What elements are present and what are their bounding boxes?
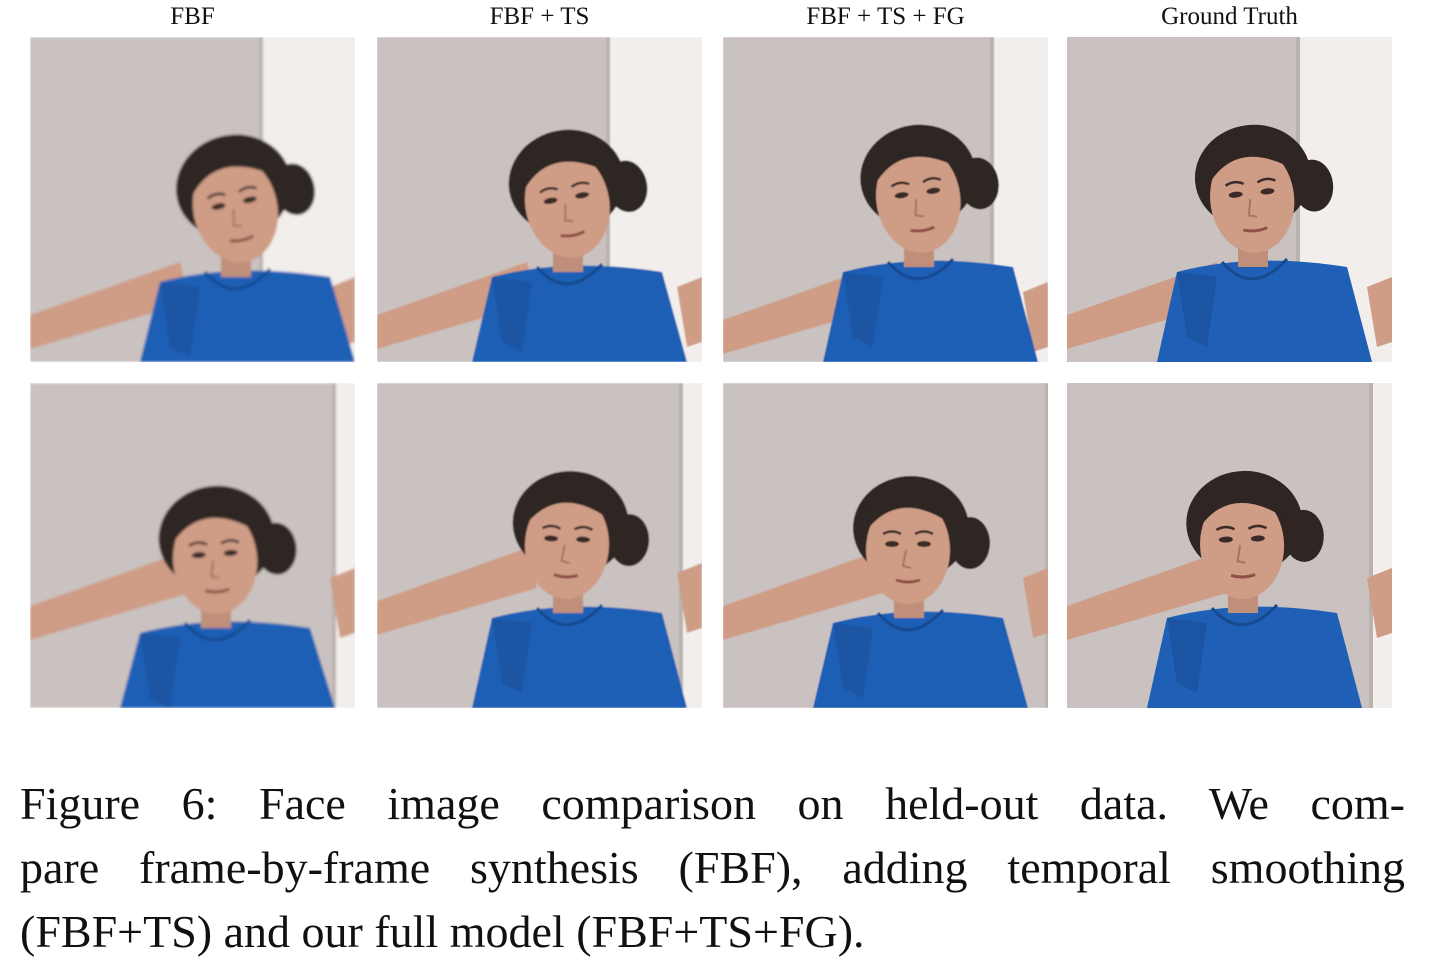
column-header-fbf-ts: FBF + TS <box>489 3 590 30</box>
figure-caption: Figure 6: Face image comparison on held-… <box>20 772 1405 964</box>
photo-row2-fbf <box>30 383 355 708</box>
photo-row1-fbf <box>30 37 355 362</box>
photo-row2-ground-truth <box>1067 383 1392 708</box>
photo-illustration <box>1067 383 1392 708</box>
photo-row2-fbf-ts-fg <box>723 383 1048 708</box>
caption-line-2: pare frame-by-frame synthesis (FBF), add… <box>20 842 1405 893</box>
photo-illustration <box>723 383 1048 708</box>
photo-illustration <box>723 37 1048 362</box>
photo-illustration <box>1067 37 1392 362</box>
caption-line-3: (FBF+TS) and our full model (FBF+TS+FG). <box>20 906 865 957</box>
column-header-fbf-ts-fg: FBF + TS + FG <box>806 3 965 30</box>
photo-row1-fbf-ts-fg <box>723 37 1048 362</box>
photo-illustration <box>30 383 355 708</box>
photo-illustration <box>30 37 355 362</box>
photo-row1-fbf-ts <box>377 37 702 362</box>
caption-line-1: Figure 6: Face image comparison on held-… <box>20 778 1405 829</box>
photo-row2-fbf-ts <box>377 383 702 708</box>
column-header-ground-truth: Ground Truth <box>1161 3 1298 30</box>
photo-illustration <box>377 37 702 362</box>
column-header-fbf: FBF <box>170 3 215 30</box>
photo-illustration <box>377 383 702 708</box>
photo-row1-ground-truth <box>1067 37 1392 362</box>
